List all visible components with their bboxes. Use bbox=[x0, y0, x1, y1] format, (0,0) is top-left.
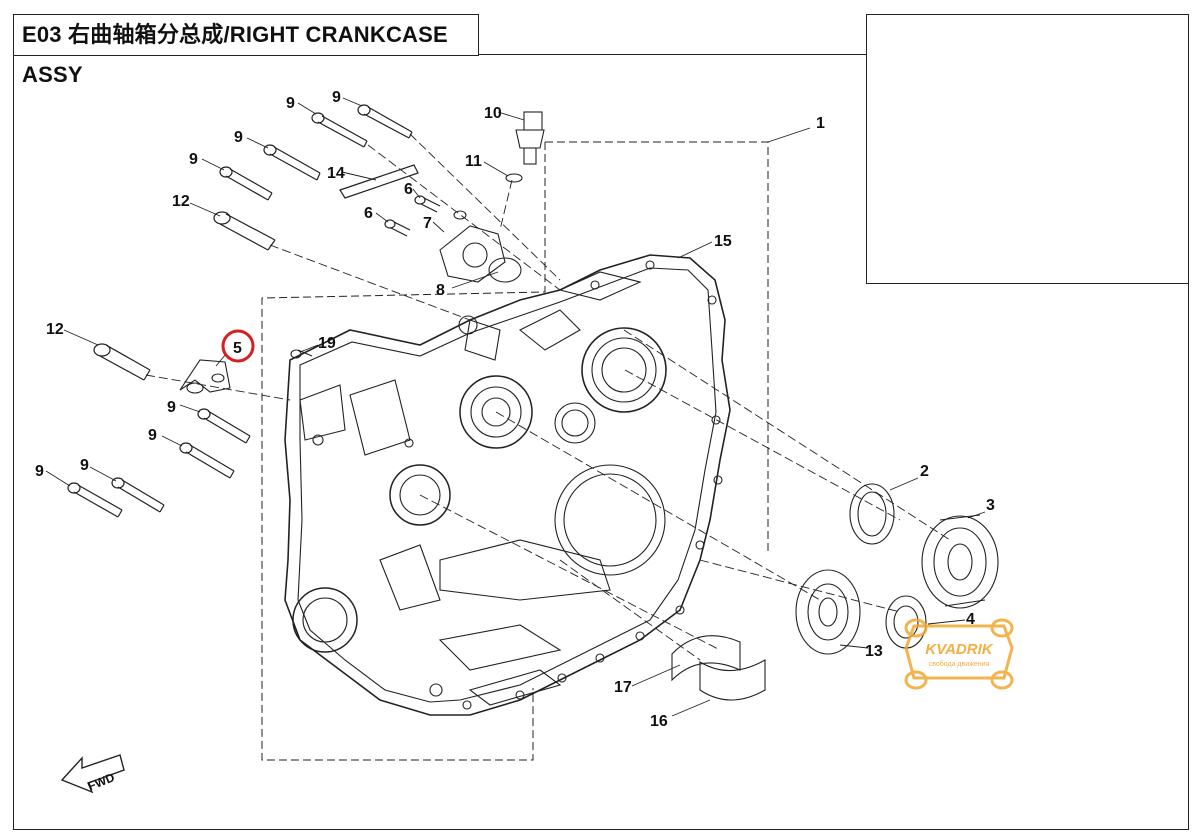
bolt bbox=[93, 343, 151, 381]
callout-9g: 9 bbox=[35, 463, 44, 480]
axis-lines bbox=[145, 133, 951, 661]
callout-9d: 9 bbox=[189, 151, 198, 168]
callout-12b: 12 bbox=[46, 321, 64, 338]
callout-11: 11 bbox=[465, 153, 482, 170]
callout-15: 15 bbox=[714, 233, 732, 250]
fwd-arrow bbox=[60, 754, 125, 794]
highlight-circle bbox=[221, 329, 255, 363]
callout-9h: 9 bbox=[80, 457, 89, 474]
callout-4: 4 bbox=[966, 611, 975, 628]
callout-7: 7 bbox=[423, 215, 432, 232]
cover bbox=[439, 210, 522, 283]
bolt bbox=[414, 195, 441, 213]
bolt bbox=[311, 112, 368, 148]
plate bbox=[339, 164, 419, 199]
callout-9a: 9 bbox=[286, 95, 295, 112]
watermark-brand: KVADRIK bbox=[925, 641, 993, 658]
bolt bbox=[197, 408, 251, 444]
bushing bbox=[671, 635, 766, 701]
bracket bbox=[179, 359, 231, 394]
callout-8: 8 bbox=[436, 282, 445, 299]
crankcase-body bbox=[284, 254, 731, 716]
bolt bbox=[384, 219, 411, 237]
callout-6a: 6 bbox=[404, 181, 413, 198]
page-title: E03 右曲轴箱分总成/RIGHT CRANKCASE ASSY bbox=[13, 14, 479, 87]
callout-16: 16 bbox=[650, 713, 668, 730]
bolt bbox=[67, 482, 123, 518]
sensor bbox=[505, 111, 545, 183]
callout-9f: 9 bbox=[148, 427, 157, 444]
inset-frame bbox=[866, 14, 1189, 284]
callout-2: 2 bbox=[920, 463, 929, 480]
bearing bbox=[795, 569, 861, 655]
bolt bbox=[179, 442, 235, 479]
callout-13: 13 bbox=[865, 643, 883, 660]
dowel-pin bbox=[290, 349, 313, 359]
callout-5: 5 bbox=[233, 340, 242, 357]
oil-seal bbox=[849, 483, 895, 545]
callout-9b: 9 bbox=[332, 89, 341, 106]
callout-1: 1 bbox=[816, 115, 825, 132]
callout-14: 14 bbox=[327, 165, 345, 182]
bolt bbox=[111, 477, 165, 513]
callout-9e: 9 bbox=[167, 399, 176, 416]
drawing-frame bbox=[13, 54, 1189, 830]
assembly-boundary bbox=[261, 141, 769, 761]
watermark-tagline: свобода движения bbox=[929, 660, 990, 668]
callout-10: 10 bbox=[484, 105, 502, 122]
callout-17: 17 bbox=[614, 679, 632, 696]
callout-19: 19 bbox=[318, 335, 336, 352]
callout-6b: 6 bbox=[364, 205, 373, 222]
leader-lines bbox=[45, 97, 986, 717]
bolt bbox=[357, 104, 413, 139]
bolt bbox=[263, 144, 321, 181]
callout-12a: 12 bbox=[172, 193, 190, 210]
bolt-group bbox=[67, 104, 441, 518]
callout-9c: 9 bbox=[234, 129, 243, 146]
bolt bbox=[213, 211, 276, 251]
watermark-logo: KVADRIK свобода движения bbox=[904, 618, 1014, 690]
callout-3: 3 bbox=[986, 497, 995, 514]
bolt bbox=[219, 166, 273, 201]
